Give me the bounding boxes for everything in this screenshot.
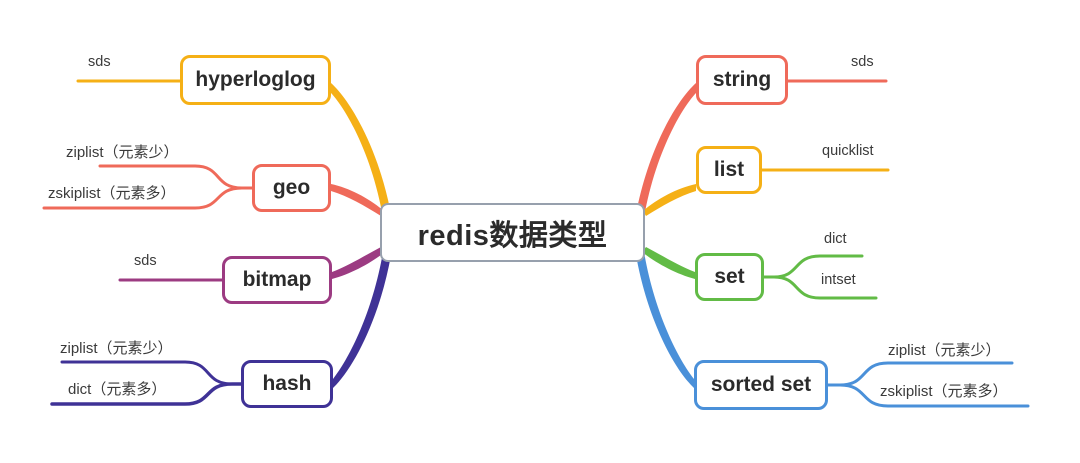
trunk-hash [333, 252, 391, 388]
topic-node-string[interactable]: string [696, 55, 788, 105]
leaf-label-geo-zskiplist: zskiplist（元素多） [48, 185, 176, 202]
trunk-geo [331, 184, 384, 216]
topic-node-bitmap[interactable]: bitmap [222, 256, 332, 304]
topic-node-set[interactable]: set [695, 253, 764, 301]
leaf-label-hash-dict: dict（元素多） [68, 381, 167, 398]
leaf-label-sortedset-zskiplist: zskiplist（元素多） [880, 383, 1008, 400]
topic-node-geo[interactable]: geo [252, 164, 331, 212]
leaf-label-bitmap-sds: sds [134, 253, 157, 269]
leaf-label-hyperloglog-sds: sds [88, 54, 111, 70]
trunk-bitmap [332, 247, 385, 279]
trunk-hyperloglog [331, 83, 390, 212]
leaf-label-list-quicklist: quicklist [822, 143, 874, 159]
leaf-label-set-dict: dict [824, 231, 847, 247]
topic-node-list[interactable]: list [696, 146, 762, 194]
topic-node-hyperloglog[interactable]: hyperloglog [180, 55, 331, 105]
leaf-label-hash-ziplist: ziplist（元素少） [60, 340, 173, 357]
leaf-label-set-intset: intset [821, 272, 856, 288]
trunk-set [642, 247, 695, 279]
topic-node-hash[interactable]: hash [241, 360, 333, 408]
trunk-list [643, 184, 696, 216]
leaf-fork-set-2 [762, 275, 878, 300]
central-node-redis-data-types[interactable]: redis数据类型 [380, 203, 645, 262]
leaf-label-string-sds: sds [851, 54, 874, 70]
leaf-label-geo-ziplist: ziplist（元素少） [66, 144, 179, 161]
leaf-label-sortedset-ziplist: ziplist（元素少） [888, 342, 1001, 359]
trunk-sortedset [636, 252, 694, 388]
trunk-string [637, 83, 696, 212]
topic-node-sorted-set[interactable]: sorted set [694, 360, 828, 410]
